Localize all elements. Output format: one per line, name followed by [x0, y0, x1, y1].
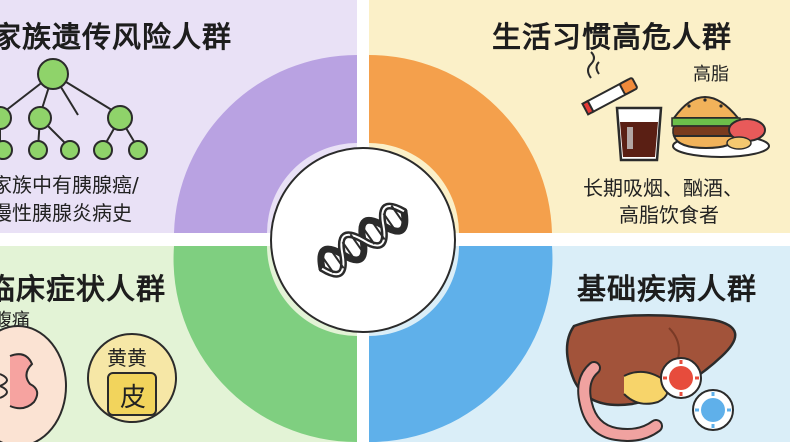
ring-segment-orange [369, 54, 552, 234]
high-fat-label: 高脂 [693, 64, 729, 85]
virus-icon [660, 357, 702, 399]
ring-segment-blue [369, 246, 553, 442]
ring-segment-purple [174, 54, 357, 234]
quadrant-title-family-genetic: 家族遗传风险人群 [0, 20, 233, 54]
dna-helix-icon [317, 202, 409, 278]
lifestyle-desc-line2: 高脂饮食者 [619, 203, 719, 227]
quadrant-title-lifestyle: 生活习惯高危人群 [492, 20, 733, 54]
quadrant-title-clinical: 临床症状人群 [0, 272, 167, 306]
ring-segment-green [173, 246, 357, 442]
organs-illustration [565, 313, 737, 442]
cola-glass-icon [615, 106, 663, 162]
family-tree-icon [0, 58, 148, 160]
family-desc-line1: 家族中有胰腺癌/ [0, 173, 139, 197]
jaundice-badge-text: 黄黄 [107, 346, 147, 370]
abdomen-icon [0, 325, 67, 442]
lifestyle-illustration [581, 51, 770, 162]
family-desc-line2: 慢性胰腺炎病史 [0, 201, 132, 225]
jaundice-badge-icon [87, 333, 177, 423]
lifestyle-desc-line1: 长期吸烟、酗酒、 [583, 176, 743, 200]
quadrant-title-underlying: 基础疾病人群 [577, 272, 758, 306]
cigarette-icon [581, 77, 638, 116]
burger-icon [671, 96, 770, 158]
virus-icon [692, 389, 734, 431]
jaundice-badge-char: 皮 [120, 383, 147, 413]
